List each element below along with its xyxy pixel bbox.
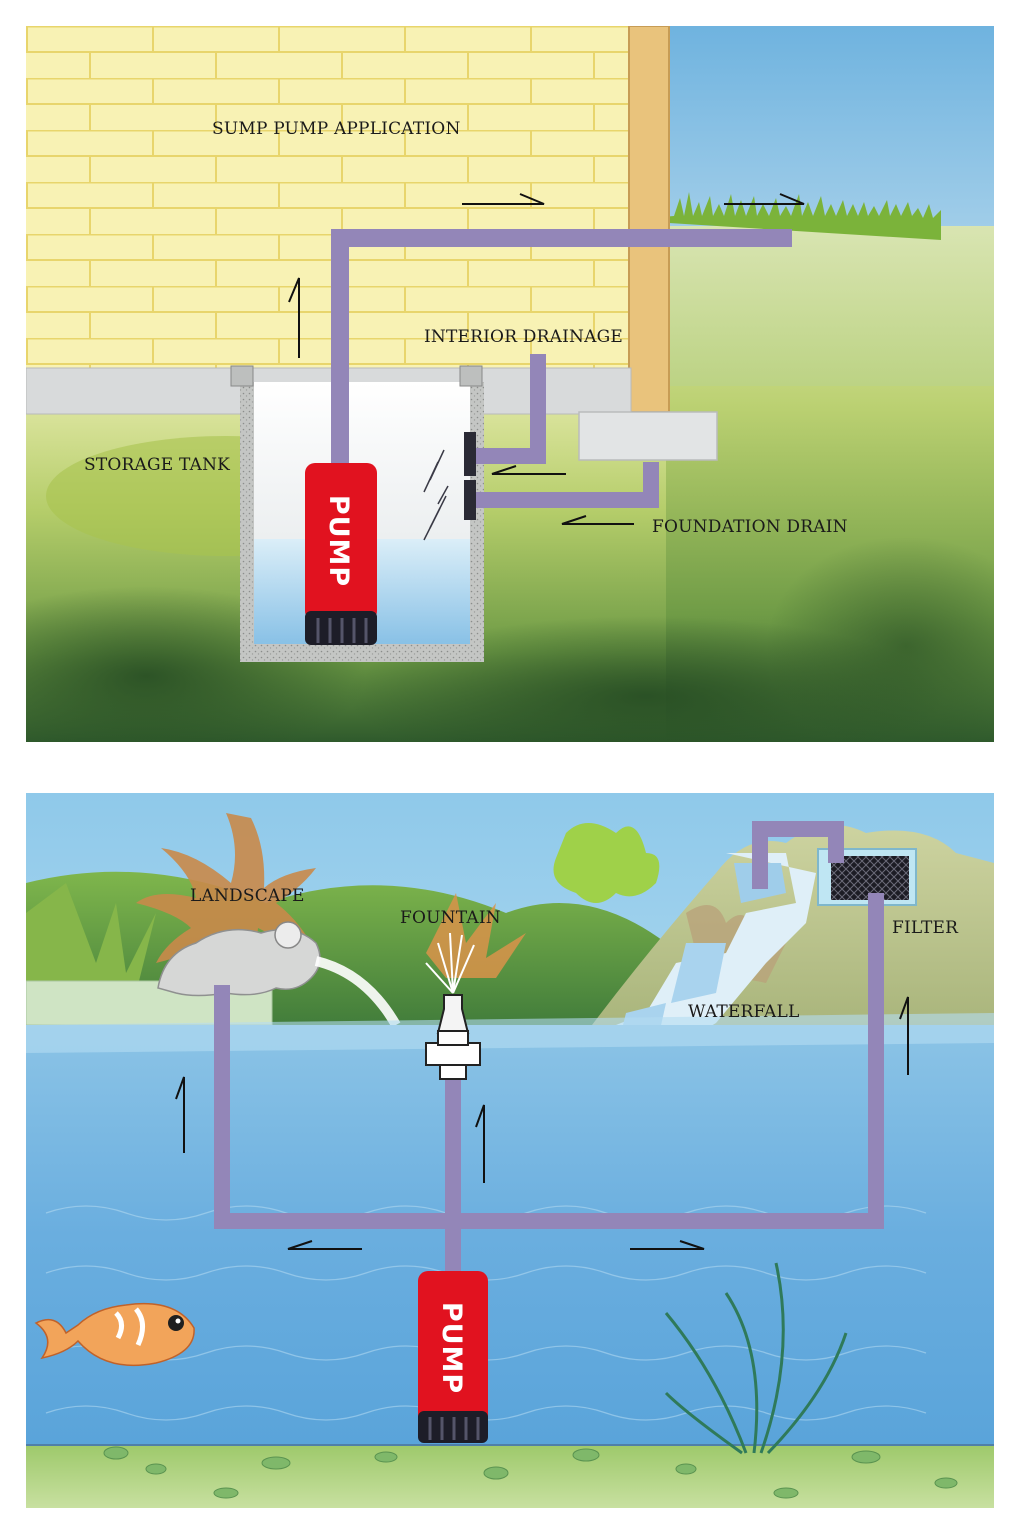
pond-panel: PUMP LANDSCAPE FOUNTAIN FILTER WATERFALL — [26, 793, 994, 1508]
footing — [578, 411, 718, 461]
interior-drainage-pipe — [474, 354, 546, 464]
filter-label: FILTER — [892, 918, 959, 938]
landscape-plants — [26, 813, 660, 993]
interior-drainage-label: INTERIOR DRAINAGE — [424, 327, 623, 347]
inlet-fitting — [464, 480, 476, 520]
storage-tank-label: STORAGE TANK — [84, 455, 230, 475]
sump-pump-title: SUMP PUMP APPLICATION — [212, 119, 461, 139]
pond-water — [26, 1025, 994, 1445]
water-plant — [664, 1262, 848, 1455]
waterfall-label: WATERFALL — [688, 1002, 800, 1022]
pump-label: PUMP — [436, 1302, 467, 1394]
flow-arrows — [175, 996, 909, 1250]
pebbles — [103, 1446, 958, 1499]
flow-arrows — [288, 193, 805, 525]
pond-pump: PUMP — [418, 1271, 488, 1443]
discharge-pipe — [331, 229, 792, 476]
filter-box — [817, 848, 917, 906]
grass-tufts — [621, 192, 941, 240]
water-splash — [423, 449, 449, 541]
fountain-head — [425, 932, 481, 1080]
foundation-drain-pipe — [474, 462, 659, 508]
foundation-drain-label: FOUNDATION DRAIN — [652, 517, 848, 537]
frog-statue — [157, 921, 401, 1028]
pond-illustration: PUMP LANDSCAPE FOUNTAIN FILTER WATERFALL — [26, 793, 994, 1508]
fountain-label: FOUNTAIN — [400, 908, 501, 928]
sump-pump-panel: PUMP SUMP PUMP APPLICATION INTERIOR DRAI… — [26, 26, 994, 742]
koi-fish — [34, 1302, 195, 1367]
sump-pump-illustration: PUMP SUMP PUMP APPLICATION INTERIOR DRAI… — [26, 26, 994, 742]
landscape-label: LANDSCAPE — [190, 886, 305, 906]
pond-pipes — [214, 821, 884, 1293]
sump-pump: PUMP — [305, 463, 377, 645]
inlet-fitting — [464, 432, 476, 476]
brick-wall — [26, 26, 631, 368]
foundation-wall — [629, 26, 669, 412]
pond-bottom — [26, 1445, 994, 1508]
pump-label: PUMP — [323, 495, 354, 587]
